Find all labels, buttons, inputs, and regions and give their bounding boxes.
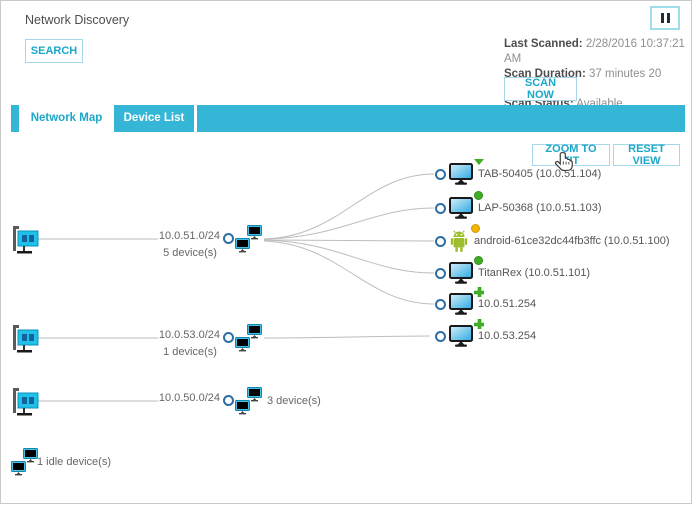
tab-bar-fill [197,105,685,132]
subnet-device-count: 3 device(s) [267,395,321,407]
computer-icon [449,197,473,219]
tab-bar: Network Map Device List [11,105,685,132]
pause-icon [660,13,670,23]
status-triangle-icon [474,159,484,165]
tab-bar-spacer [11,105,19,132]
device-label: LAP-50368 (10.0.51.103) [478,202,602,214]
subnet-label: 10.0.53.0/24 [158,329,220,341]
tab-device-list[interactable]: Device List [123,112,185,124]
device-label: TAB-50405 (10.0.51.104) [478,168,602,180]
device-node[interactable]: 10.0.51.254 [435,287,537,318]
subnet-icon[interactable] [235,225,263,255]
nic-icon[interactable] [13,226,39,254]
tab-separator [194,105,197,132]
device-node[interactable]: TitanRex (10.0.51.101) [435,256,591,287]
nic-icon[interactable] [13,325,39,353]
device-port-circle[interactable] [435,235,446,247]
device-node[interactable]: 10.0.53.254 [435,319,537,350]
subnet-icon[interactable] [235,387,263,417]
tab-network-map[interactable]: Network Map [19,105,114,132]
idle-subnet-icon[interactable] [11,448,39,478]
device-label: 10.0.51.254 [478,298,537,310]
device-port-circle[interactable] [435,267,446,279]
device-label: android-61ce32dc44fb3ffc (10.0.51.100) [474,235,670,247]
device-label: 10.0.53.254 [478,330,537,342]
device-label: TitanRex (10.0.51.101) [478,267,591,279]
subnet-port-circle[interactable] [223,332,234,343]
last-scanned-label: Last Scanned: [504,38,583,50]
status-online-icon [474,191,483,200]
status-warning-icon [471,224,480,233]
subnet-icon[interactable] [235,324,263,354]
subnet-device-count: 5 device(s) [163,247,217,259]
device-node[interactable]: TAB-50405 (10.0.51.104) [435,159,602,188]
scan-now-button[interactable]: SCAN NOW [504,77,577,101]
last-scanned-row: Last Scanned: 2/28/2016 10:37:21 AM [504,37,691,67]
status-new-icon [474,319,484,329]
computer-icon [449,262,473,284]
subnet-port-circle[interactable] [223,233,234,244]
android-icon [450,229,468,253]
reset-view-button[interactable]: RESET VIEW [613,143,680,167]
device-port-circle[interactable] [435,330,446,342]
pause-button[interactable] [650,6,680,30]
page-title: Network Discovery [25,13,130,27]
status-new-icon [474,287,484,297]
subnet-port-circle[interactable] [223,395,234,406]
subnet-device-count: 1 device(s) [163,346,217,358]
device-port-circle[interactable] [435,298,446,310]
status-online-icon [474,256,483,265]
subnet-label: 10.0.51.0/24 [158,230,220,242]
device-port-circle[interactable] [435,202,446,214]
last-scanned-value: 2/28/2016 10:37:21 AM [504,38,685,65]
device-node[interactable]: LAP-50368 (10.0.51.103) [435,191,602,222]
device-port-circle[interactable] [435,168,446,180]
idle-devices-label: 1 idle device(s) [37,456,111,468]
device-node[interactable]: android-61ce32dc44fb3ffc (10.0.51.100) [435,224,670,255]
computer-icon [449,163,473,185]
nic-icon[interactable] [13,388,39,416]
subnet-label: 10.0.50.0/24 [158,392,220,404]
computer-icon [449,325,473,347]
search-button[interactable]: SEARCH [25,39,83,63]
computer-icon [449,293,473,315]
